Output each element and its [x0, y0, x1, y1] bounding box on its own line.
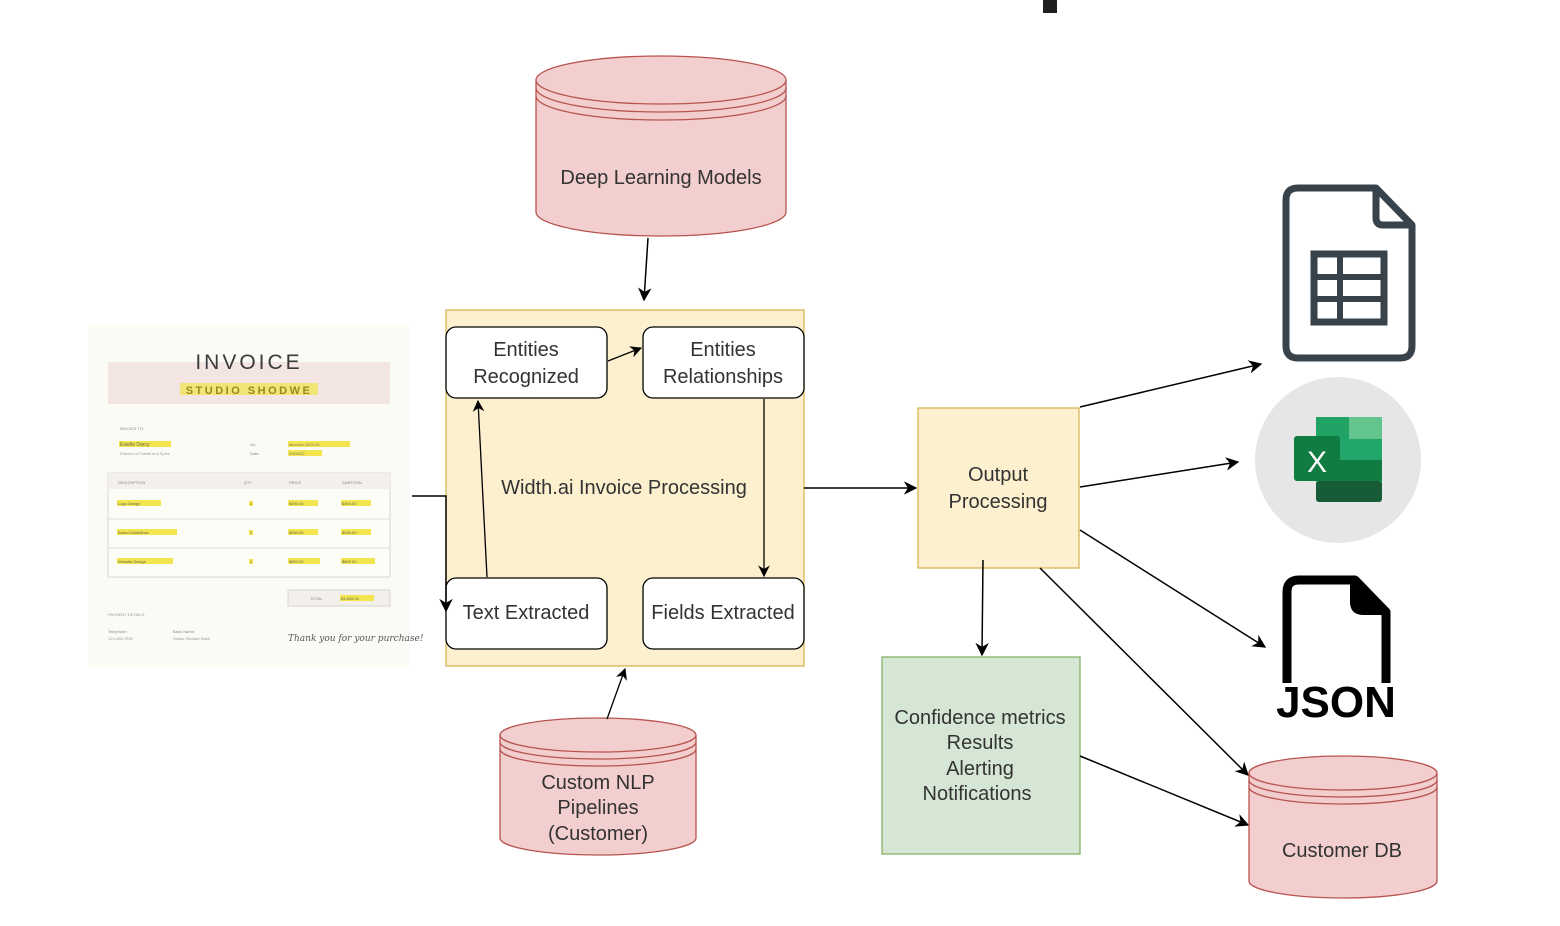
invoice-col-price: PRICE [289, 480, 302, 485]
arrow-invoice-to-text [412, 495, 453, 613]
invoice-cell: Logo Design [118, 501, 140, 506]
invoice-title: INVOICE [195, 351, 302, 374]
json-label: JSON [1276, 678, 1396, 727]
invoice-telephone-value: 123-456-7890 [108, 636, 134, 641]
customer-db[interactable]: Customer DB [1248, 755, 1438, 899]
invoice-thank-you: Thank you for your purchase! [288, 634, 424, 644]
excel-icon: X [1255, 377, 1421, 543]
arrow-dl-to-processing [638, 237, 652, 302]
arrow-output-to-excel [1079, 457, 1240, 488]
step-label-line: Recognized [473, 366, 579, 388]
output-processing-label-line: Output [968, 464, 1028, 486]
confidence-metrics-box[interactable]: Confidence metrics Results Alerting Noti… [881, 656, 1081, 855]
invoice-bank-label: Bank Name: [173, 629, 195, 634]
invoice-payment-label: PAYMENT DETAILS: [108, 612, 145, 617]
invoice-cell: 1 [250, 501, 253, 506]
invoice-cell: $550.00 [342, 530, 357, 535]
step-entities-relationships[interactable]: Entities Relationships [642, 326, 805, 399]
arrow-output-to-sheets [1079, 360, 1263, 408]
invoice-client-name: Estelle Darcy [120, 442, 150, 448]
spreadsheet-file-icon [1282, 184, 1416, 362]
invoice-total-label: TOTAL: [310, 596, 324, 601]
invoice-document: INVOICE STUDIO SHODWE INVOICE TO: Estell… [88, 325, 424, 667]
confidence-label-line: Notifications [923, 783, 1032, 805]
step-label-line: Entities [493, 339, 559, 361]
invoice-cell: Website Design [118, 559, 146, 564]
deep-learning-models-db[interactable]: Deep Learning Models [535, 55, 787, 237]
invoice-bank-value: Studio Shodwe Bank [173, 636, 210, 641]
invoice-col-description: DESCRIPTION [118, 480, 145, 485]
invoice-cell: Brand Guidelines [118, 530, 149, 535]
confidence-label-line: Results [947, 732, 1014, 754]
step-label-line: Relationships [663, 366, 783, 388]
arrow-output-to-customer-db [1039, 567, 1249, 776]
arrow-output-to-json [1079, 529, 1267, 648]
customer-db-label: Customer DB [1282, 840, 1402, 862]
arrow-text-to-recognized [472, 399, 488, 578]
invoice-date-label: Date: [250, 451, 260, 456]
arrow-recognized-to-relationships [607, 346, 643, 362]
custom-nlp-label-line: Pipelines [557, 797, 638, 819]
custom-nlp-label-line: Custom NLP [541, 772, 654, 794]
step-fields-extracted[interactable]: Fields Extracted [642, 577, 805, 650]
invoice-to-label: INVOICE TO: [120, 426, 144, 431]
invoice-row: Brand Guidelines 1 $550.00 $550.00 [117, 529, 371, 535]
invoice-col-qty: QTY [244, 480, 253, 485]
invoice-cell: $300.00 [342, 501, 357, 506]
confidence-label-line: Confidence metrics [894, 707, 1065, 729]
output-processing-box[interactable]: Output Processing [917, 407, 1080, 569]
invoice-cell: $800.00 [289, 559, 304, 564]
step-label-line: Entities [690, 339, 756, 361]
invoice-row: Website Design 1 $800.00 $800.00 [117, 558, 375, 564]
step-label: Fields Extracted [651, 602, 794, 624]
svg-text:X: X [1307, 446, 1327, 479]
output-processing-label-line: Processing [949, 491, 1048, 513]
invoice-date-value: 09/09/22 [289, 451, 305, 456]
step-entities-recognized[interactable]: Entities Recognized [445, 326, 608, 399]
invoice-cell: $800.00 [342, 559, 357, 564]
invoice-cell: $300.00 [289, 501, 304, 506]
invoice-company: STUDIO SHODWE [186, 385, 313, 397]
processing-container-label: Width.ai Invoice Processing [501, 477, 747, 499]
custom-nlp-label-line: (Customer) [548, 823, 648, 845]
step-text-extracted[interactable]: Text Extracted [445, 577, 608, 650]
arrow-confidence-to-customer-db [1079, 755, 1250, 827]
invoice-row: Logo Design 1 $300.00 $300.00 [117, 500, 371, 506]
step-label: Text Extracted [463, 602, 590, 624]
invoice-no-value: #invoice 2022-09 [289, 442, 320, 447]
json-file-icon: JSON [1276, 575, 1396, 727]
invoice-no-label: No: [250, 442, 256, 447]
invoice-cell: 1 [250, 559, 253, 564]
arrow-nlp-to-processing [606, 667, 627, 720]
invoice-total-value: $1,650.00 [341, 596, 360, 601]
confidence-label-line: Alerting [946, 758, 1014, 780]
deep-learning-label: Deep Learning Models [560, 167, 761, 189]
invoice-col-subtotal: SUBTOTAL [342, 480, 364, 485]
arrow-output-to-confidence [975, 559, 989, 657]
top-bar-fragment [1043, 0, 1057, 13]
invoice-telephone-label: Telephone: [108, 629, 128, 634]
invoice-cell: 1 [250, 530, 253, 535]
invoice-client-role: Director of Fradel and Spies [120, 451, 170, 456]
custom-nlp-db[interactable]: Custom NLP Pipelines (Customer) [499, 717, 697, 856]
invoice-cell: $550.00 [289, 530, 304, 535]
